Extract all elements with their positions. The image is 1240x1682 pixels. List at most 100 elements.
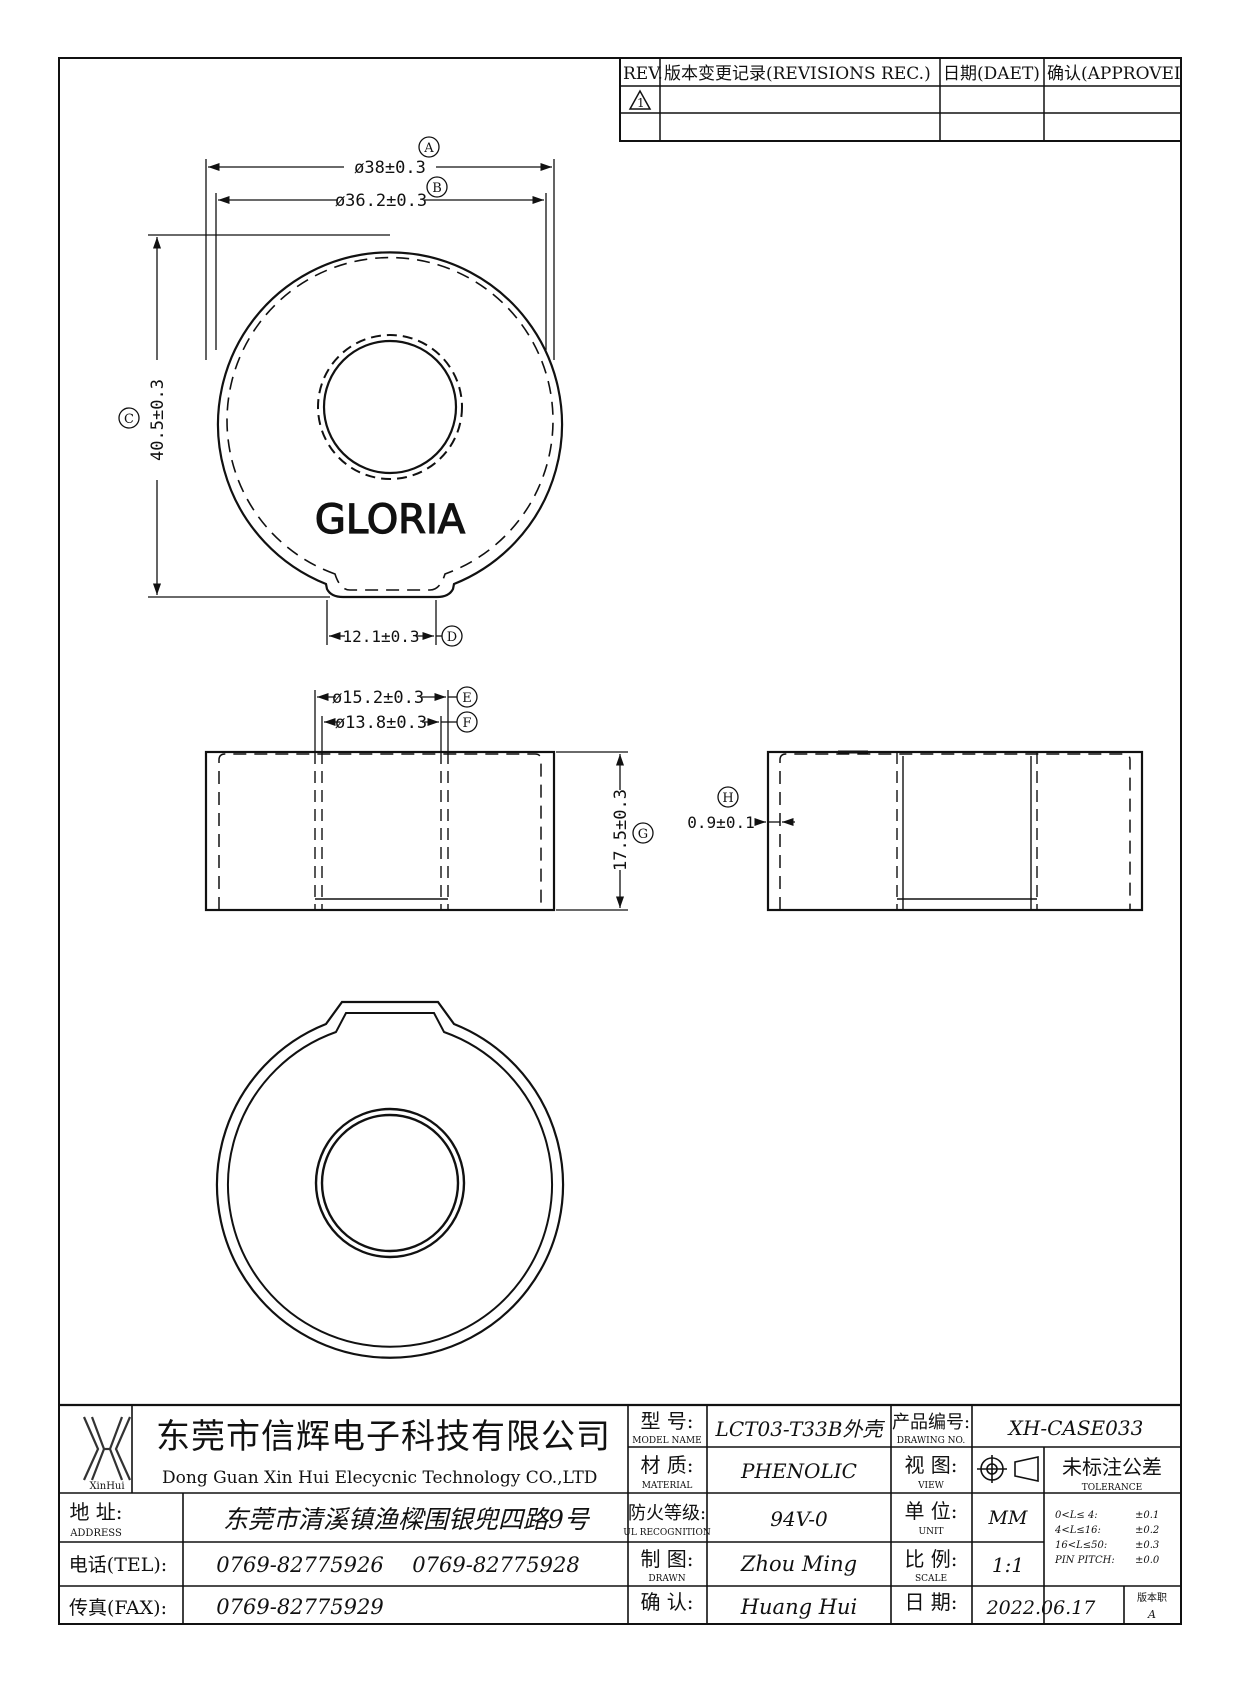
- address-value: 东莞市清溪镇渔樑围银兜四路9号: [223, 1505, 591, 1534]
- dim-H: 0.9±0.1 H: [687, 786, 795, 832]
- top-view-bore: [322, 339, 458, 475]
- address-label: 地 址:: [69, 1500, 122, 1524]
- balloon-D-label: D: [447, 630, 457, 645]
- scale-label-en: SCALE: [915, 1574, 947, 1584]
- fax-value: 0769-82775929: [216, 1595, 383, 1619]
- date-header: 日期(DAET): [943, 64, 1040, 84]
- model-value: LCT03-T33B外壳: [715, 1417, 886, 1441]
- dim-C: 40.5±0.3 C: [118, 234, 390, 598]
- top-view-outline: [216, 251, 564, 599]
- company-name-cn: 东莞市信辉电子科技有限公司: [156, 1417, 611, 1457]
- title-block: [59, 1403, 1181, 1624]
- dim-D: 12.1±0.3 D: [326, 600, 463, 647]
- date-value: 2022.06.17: [986, 1597, 1097, 1619]
- tolerance-value-2: ±0.2: [1135, 1525, 1159, 1536]
- dim-A-value: ø38±0.3: [354, 158, 426, 178]
- balloon-H-label: H: [722, 791, 733, 806]
- fire-label-en: UL RECOGNITION: [623, 1528, 711, 1538]
- version-value: A: [1147, 1608, 1156, 1621]
- dim-B-value: ø36.2±0.3: [335, 191, 427, 211]
- revision-triangle-icon: [628, 89, 652, 110]
- fire-label: 防火等级:: [628, 1503, 706, 1524]
- fire-value: 94V-0: [770, 1507, 828, 1531]
- view-label: 视 图:: [904, 1453, 957, 1477]
- balloon-H: [717, 786, 739, 808]
- dim-E-value: ø15.2±0.3: [332, 688, 424, 708]
- approve-header: 确认(APPROVEI: [1047, 64, 1181, 84]
- confirm-value: Huang Hui: [740, 1595, 858, 1619]
- revision-mark: 1: [637, 96, 645, 110]
- balloon-E-label: E: [462, 691, 472, 706]
- side-view: [766, 750, 1144, 912]
- dim-G: 17.5±0.3 G: [556, 751, 654, 911]
- material-label-en: MATERIAL: [642, 1481, 693, 1491]
- tolerance-range-3: 16<L≤50:: [1055, 1540, 1107, 1551]
- tolerance-value-1: ±0.1: [1135, 1510, 1159, 1521]
- tel-1: 0769-82775926: [216, 1553, 383, 1577]
- dim-F: ø13.8±0.3 F: [321, 711, 478, 752]
- third-angle-projection-icon: [977, 1455, 1039, 1483]
- dim-H-value: 0.9±0.1: [687, 813, 754, 832]
- drawing-no-label-en: DRAWING NO.: [897, 1436, 966, 1446]
- balloon-B-label: B: [432, 181, 442, 196]
- rev-header: REV.: [623, 64, 663, 84]
- fax-label: 传真(FAX):: [69, 1597, 167, 1619]
- balloon-F: [456, 711, 478, 733]
- dim-A: ø38±0.3 A: [205, 136, 555, 360]
- bottom-view: [215, 1000, 565, 1359]
- tolerance-title-en: TOLERANCE: [1082, 1483, 1143, 1493]
- dim-B: ø36.2±0.3 B: [215, 176, 547, 350]
- dim-E: ø15.2±0.3 E: [314, 686, 478, 752]
- version-label: 版本职: [1137, 1591, 1167, 1604]
- brand-mark: GLORIA: [315, 497, 466, 543]
- drawn-label: 制 图:: [640, 1547, 693, 1571]
- balloon-C-label: C: [124, 412, 134, 427]
- material-label: 材 质:: [640, 1453, 693, 1477]
- dim-F-value: ø13.8±0.3: [335, 713, 427, 733]
- tel-label: 电话(TEL):: [69, 1554, 167, 1576]
- balloon-F-label: F: [462, 716, 471, 731]
- dim-G-value: 17.5±0.3: [611, 789, 631, 871]
- tolerance-range-4: PIN PITCH:: [1054, 1555, 1115, 1566]
- balloon-E: [456, 686, 478, 708]
- balloon-A-label: A: [423, 141, 434, 156]
- logo-text: XinHui: [89, 1481, 124, 1492]
- balloon-A: [418, 136, 440, 158]
- front-view: [204, 750, 556, 912]
- revision-table: REV. 版本变更记录(REVISIONS REC.) 日期(DAET) 确认(…: [619, 57, 1182, 142]
- tolerance-value-4: ±0.0: [1135, 1555, 1160, 1566]
- confirm-label: 确 认:: [640, 1590, 693, 1614]
- model-label: 型 号:: [640, 1409, 693, 1433]
- view-label-en: VIEW: [917, 1481, 945, 1491]
- scale-value: 1:1: [992, 1553, 1024, 1577]
- balloon-D: [441, 625, 463, 647]
- revision-record-header: 版本变更记录(REVISIONS REC.): [664, 64, 931, 84]
- tolerance-range-2: 4<L≤16:: [1054, 1525, 1101, 1536]
- tolerance-value-3: ±0.3: [1135, 1540, 1159, 1551]
- drawing-no-value: XH-CASE033: [1007, 1416, 1144, 1440]
- top-view: [216, 251, 564, 599]
- dim-D-value: 12.1±0.3: [342, 627, 419, 646]
- drawn-value: Zhou Ming: [740, 1552, 857, 1576]
- scale-label: 比 例:: [904, 1547, 957, 1571]
- dim-C-value: 40.5±0.3: [148, 379, 168, 461]
- unit-label: 单 位:: [904, 1499, 957, 1523]
- tolerance-range-1: 0<L≤ 4:: [1055, 1510, 1098, 1521]
- material-value: PHENOLIC: [740, 1459, 857, 1483]
- unit-label-en: UNIT: [918, 1527, 943, 1537]
- drawing-no-label: 产品编号:: [892, 1412, 970, 1433]
- address-label-en: ADDRESS: [69, 1528, 122, 1539]
- model-label-en: MODEL NAME: [632, 1436, 701, 1446]
- drawn-label-en: DRAWN: [648, 1574, 685, 1584]
- unit-value: MM: [988, 1507, 1028, 1529]
- balloon-B: [426, 176, 448, 198]
- tolerance-title: 未标注公差: [1062, 1455, 1162, 1479]
- balloon-G: [632, 822, 654, 844]
- balloon-C: [118, 407, 140, 429]
- date-label: 日 期:: [904, 1590, 957, 1614]
- company-logo: [82, 1416, 132, 1481]
- company-name-en: Dong Guan Xin Hui Elecycnic Technology C…: [162, 1468, 597, 1488]
- balloon-G-label: G: [638, 827, 648, 842]
- tel-2: 0769-82775928: [412, 1553, 579, 1577]
